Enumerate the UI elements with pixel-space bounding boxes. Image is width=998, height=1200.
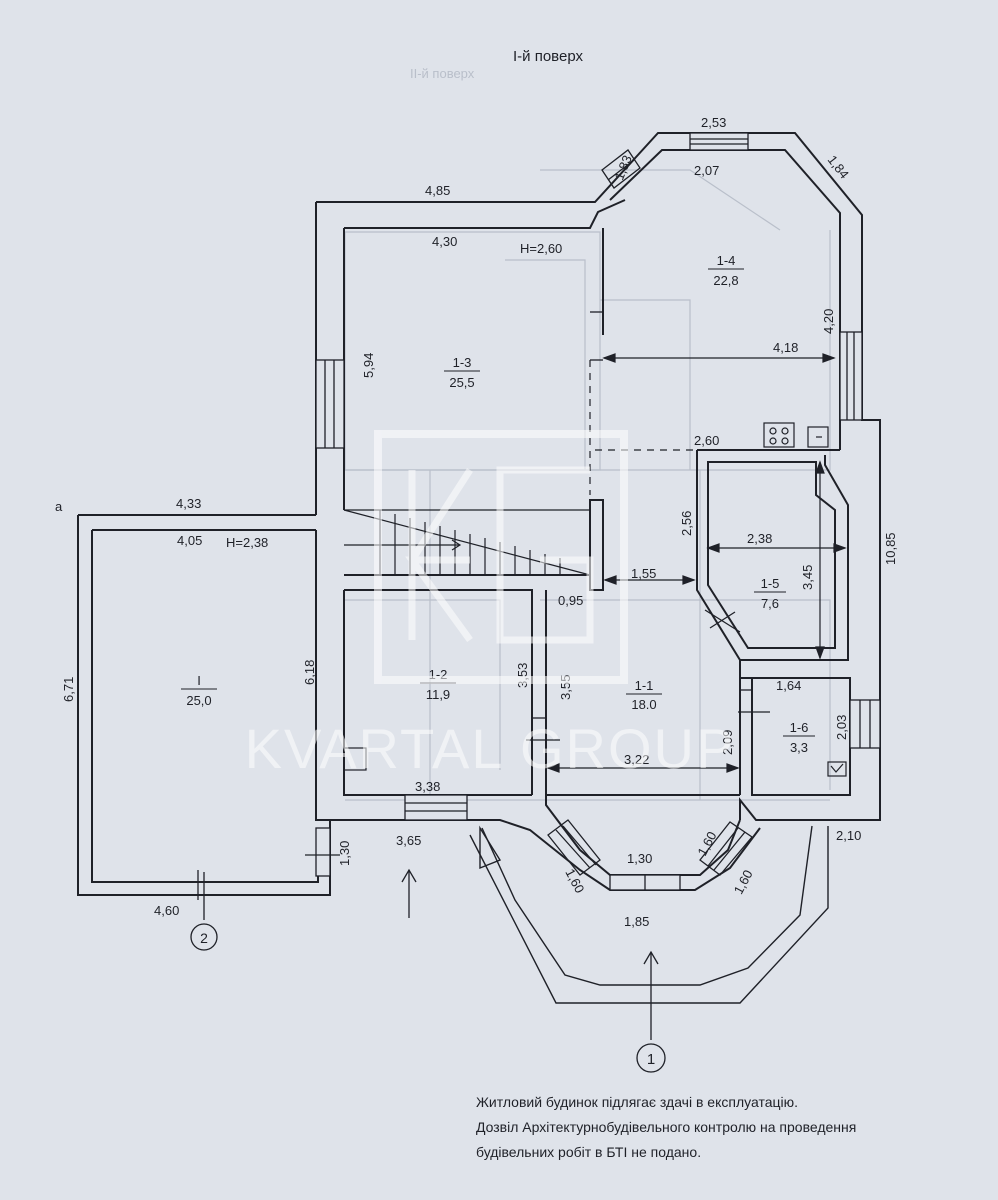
dim-porch-diag-2: 1,60 xyxy=(694,829,719,858)
ghost-plan xyxy=(344,169,831,801)
openings xyxy=(589,360,697,495)
dimension-lines xyxy=(546,353,847,773)
fixtures xyxy=(343,422,847,777)
room-area: 25,0 xyxy=(186,693,211,708)
room-id: 1-3 xyxy=(453,355,472,370)
note-block: Житловий будинок підлягає здачі в експлу… xyxy=(476,1090,976,1165)
room-I: I 25,0 xyxy=(181,673,217,708)
room-labels: 1-1 18.0 1-2 11,9 1-3 25,5 1-4 22,8 1-5 … xyxy=(181,253,815,755)
note-line: будівельних робіт в БТІ не подано. xyxy=(476,1144,702,1160)
note-line: Дозвіл Архітектурнобудівельного контролю… xyxy=(476,1119,857,1135)
room-id: 1-6 xyxy=(790,720,809,735)
dim-room12-width: 3,38 xyxy=(415,779,440,794)
room-id: 1-4 xyxy=(717,253,736,268)
dimension-labels: 2,53 2,07 1,83 1,84 4,85 4,30 5,94 4,18 … xyxy=(61,115,898,929)
room-area: 11,9 xyxy=(426,687,450,702)
axis-2-label: 2 xyxy=(200,930,208,946)
dim-room13-width: 4,30 xyxy=(432,234,457,249)
dim-annex-inner: 4,05 xyxy=(177,533,202,548)
dim-top-window: 2,53 xyxy=(701,115,726,130)
bay-windows xyxy=(547,149,753,876)
sink-icon xyxy=(807,426,829,448)
dim-porch-inner: 1,30 xyxy=(627,851,652,866)
dim-bay-inner: 2,07 xyxy=(694,163,719,178)
watermark-text: KVARTAL GROUP xyxy=(245,717,736,780)
ghost-title: ІІ-й поверх xyxy=(410,66,475,81)
dim-room11-height: 2,09 xyxy=(720,730,735,755)
dim-hall-opening: 0,95 xyxy=(558,593,583,608)
boiler-icon xyxy=(343,747,367,771)
axis-markers: 1 2 а xyxy=(55,499,666,1073)
room-1-4: 1-4 22,8 xyxy=(708,253,744,288)
dim-entrance-width: 3,65 xyxy=(396,833,421,848)
dim-room11-width: 3,22 xyxy=(624,752,649,767)
room-id: 1-1 xyxy=(635,678,654,693)
dim-room12-left: 6,18 xyxy=(302,660,317,685)
axis-2-marker xyxy=(190,923,218,951)
dim-room13-height: 5,94 xyxy=(361,353,376,378)
room-id: I xyxy=(197,673,201,688)
dim-bay-right-diag: 1,84 xyxy=(825,152,852,181)
dim-room15-height: 3,45 xyxy=(800,565,815,590)
axis-a-label: а xyxy=(55,499,63,514)
height-annex: H=2,38 xyxy=(226,535,268,550)
room-area: 22,8 xyxy=(713,273,738,288)
room-area: 7,6 xyxy=(761,596,779,611)
room-1-2: 1-2 11,9 xyxy=(420,667,456,702)
height-main: H=2,60 xyxy=(520,241,562,256)
dim-porch-diag-1: 1,60 xyxy=(562,866,587,895)
porch xyxy=(469,825,829,1004)
dim-room14-height: 4,20 xyxy=(821,309,836,334)
dim-annex-outer: 4,33 xyxy=(176,496,201,511)
entrance-arrows xyxy=(203,868,659,1040)
floor-title: І-й поверх xyxy=(513,48,583,65)
dim-bay-left-diag: 1,83 xyxy=(611,153,634,182)
dim-annex-height: 6,71 xyxy=(61,677,76,702)
door-marks xyxy=(197,311,770,900)
dim-room12-h1: 3,53 xyxy=(515,663,530,688)
dim-room15-width: 2,38 xyxy=(747,531,772,546)
room-1-5: 1-5 7,6 xyxy=(754,576,786,611)
axis-1-label: 1 xyxy=(647,1051,655,1068)
dim-entrance-depth: 1,30 xyxy=(337,841,352,866)
dim-top-left: 4,85 xyxy=(425,183,450,198)
toilet-icon xyxy=(827,761,847,777)
dim-total-height: 10,85 xyxy=(883,532,898,565)
room-area: 25,5 xyxy=(449,375,474,390)
axis-1-marker xyxy=(636,1043,666,1073)
watermark-logo xyxy=(374,430,628,684)
dim-room14-width: 4,18 xyxy=(773,340,798,355)
room-area: 18.0 xyxy=(631,697,656,712)
dim-room16-width: 1,64 xyxy=(776,678,801,693)
note-line: Житловий будинок підлягає здачі в експлу… xyxy=(476,1094,799,1110)
room-1-6: 1-6 3,3 xyxy=(783,720,815,755)
room-1-3: 1-3 25,5 xyxy=(444,355,480,390)
dim-room15-top: 2,60 xyxy=(694,433,719,448)
stove-icon xyxy=(763,422,795,448)
dim-porch-outer: 1,85 xyxy=(624,914,649,929)
room-area: 3,3 xyxy=(790,740,808,755)
dim-porch-diag-3: 1,60 xyxy=(731,867,756,896)
dim-hall-gap: 1,55 xyxy=(631,566,656,581)
room-1-1: 1-1 18.0 xyxy=(626,678,662,712)
dim-room16-height: 2,03 xyxy=(834,715,849,740)
dim-right-offset: 2,10 xyxy=(836,828,861,843)
room-id: 1-5 xyxy=(761,576,780,591)
dim-room15-left: 2,56 xyxy=(679,511,694,536)
walls xyxy=(77,132,881,896)
windows xyxy=(315,132,881,891)
dim-annex-bottom: 4,60 xyxy=(154,903,179,918)
